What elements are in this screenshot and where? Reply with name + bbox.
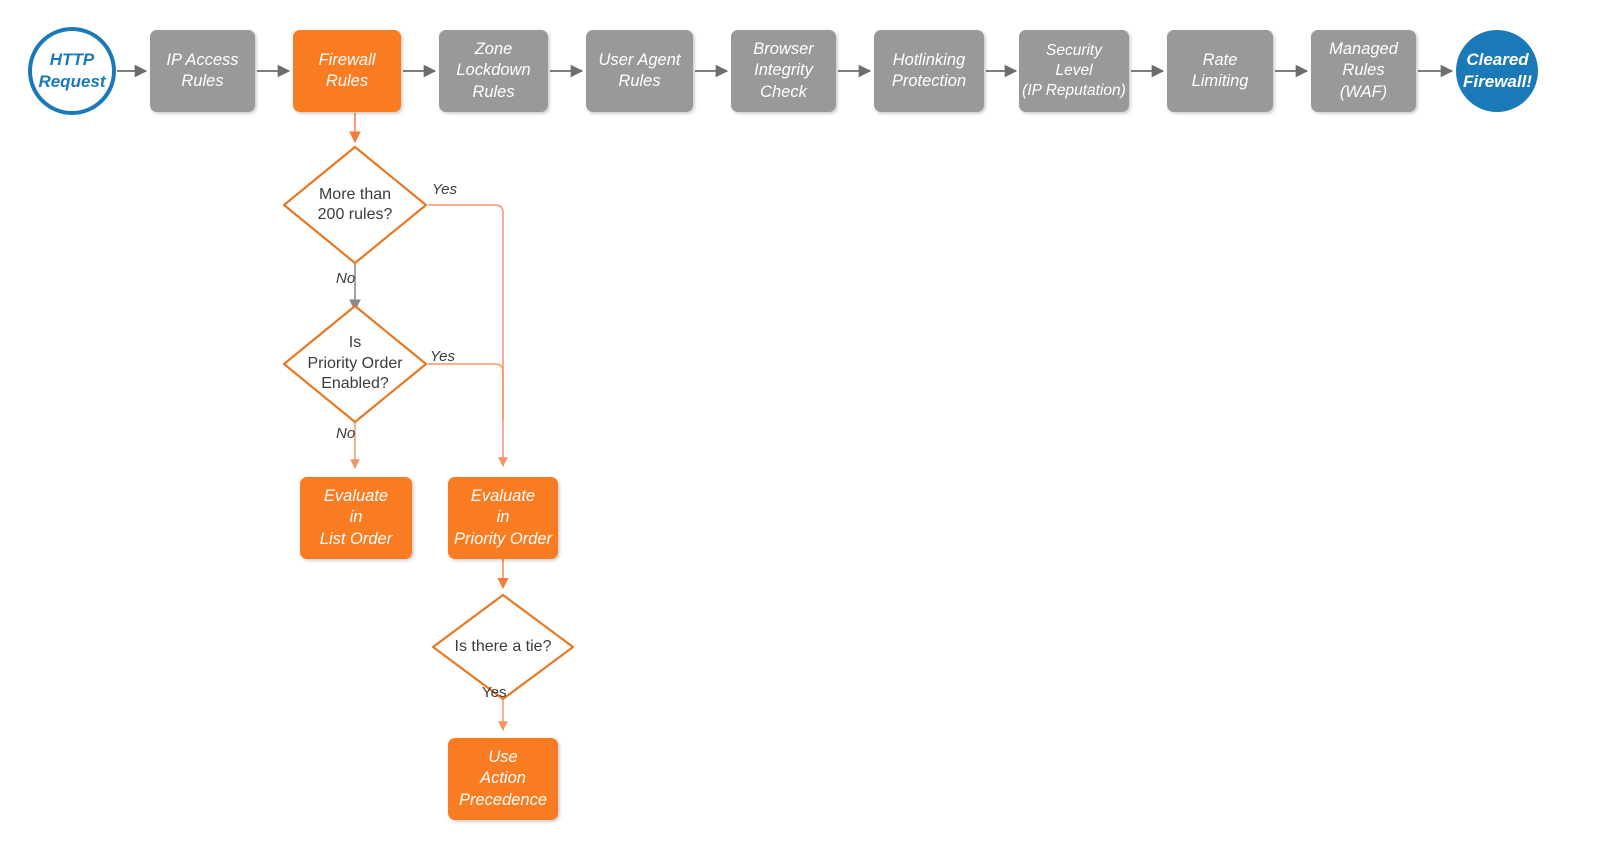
node-security-level[interactable]: [1019, 30, 1129, 112]
node-decision-more-than-200-rules[interactable]: [282, 145, 428, 265]
node-user-agent-rules[interactable]: [586, 30, 693, 112]
node-ip-access-rules[interactable]: [150, 30, 255, 112]
edge-label-priority-order-yes: Yes: [430, 348, 456, 365]
node-cleared-firewall[interactable]: [1456, 30, 1538, 112]
node-evaluate-in-priority-order[interactable]: [448, 477, 558, 559]
arrow-decision-priority-yes: [428, 363, 504, 420]
node-rate-limiting[interactable]: [1167, 30, 1273, 112]
arrow-decision-200-yes: [428, 204, 508, 467]
node-decision-is-there-a-tie[interactable]: [431, 593, 575, 701]
node-http-request[interactable]: [28, 27, 116, 115]
node-decision-is-priority-order-enabled[interactable]: [282, 304, 428, 424]
node-zone-lockdown-rules[interactable]: [439, 30, 548, 112]
edge-label-more-than-200-yes: Yes: [432, 181, 458, 198]
node-managed-rules-waf[interactable]: [1311, 30, 1416, 112]
node-use-action-precedence[interactable]: [448, 738, 558, 820]
node-evaluate-in-list-order[interactable]: [300, 477, 412, 559]
node-firewall-rules[interactable]: [293, 30, 401, 112]
node-hotlinking-protection[interactable]: [874, 30, 984, 112]
node-browser-integrity-check[interactable]: [731, 30, 836, 112]
edge-label-more-than-200-no: No: [336, 270, 356, 287]
edge-label-priority-order-no: No: [336, 425, 356, 442]
